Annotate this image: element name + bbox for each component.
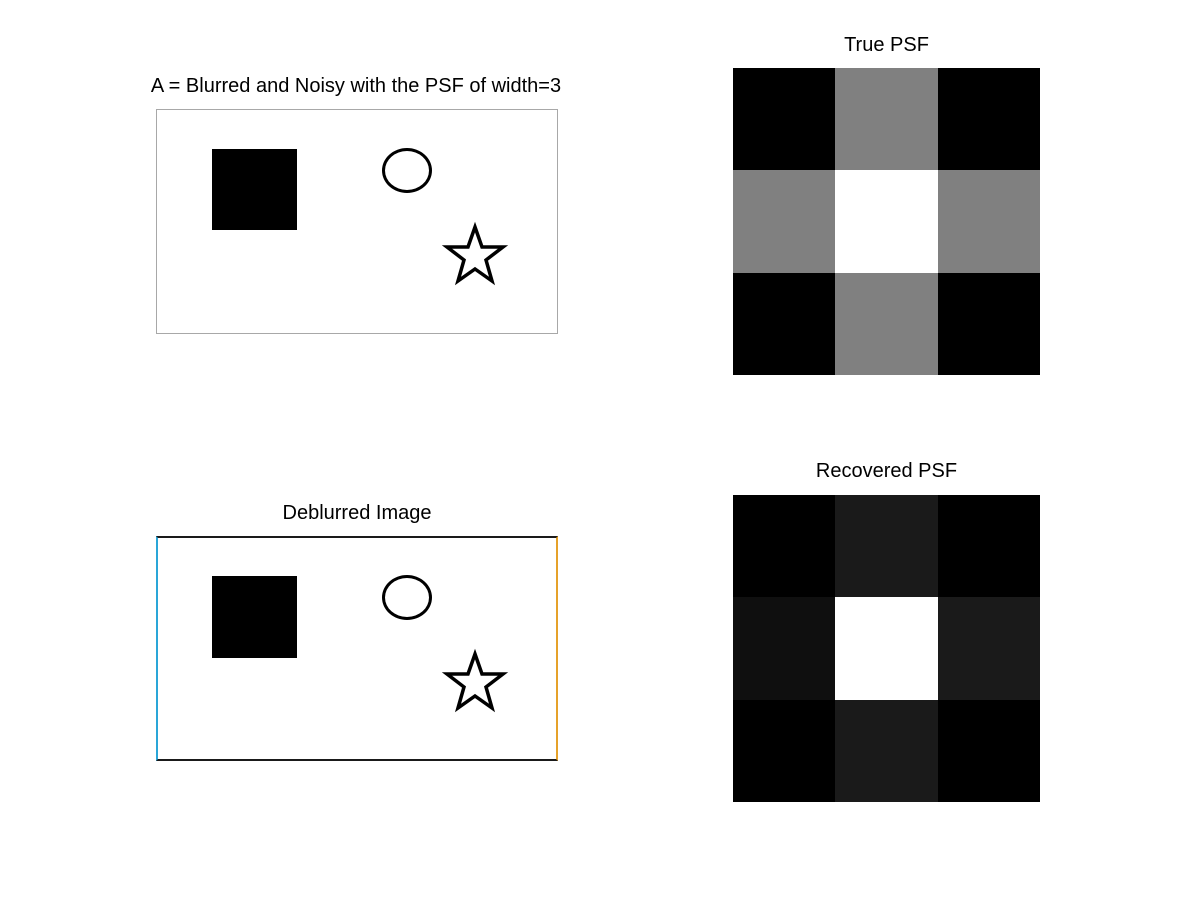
true-psf-title: True PSF xyxy=(844,34,929,56)
circle-shape xyxy=(382,148,432,193)
psf-cell xyxy=(937,597,1040,700)
psf-cell xyxy=(937,68,1040,171)
true-psf-grid xyxy=(733,68,1040,375)
deblurred-image-title: Deblurred Image xyxy=(282,502,432,524)
blurred-image xyxy=(156,109,558,334)
blurred-image-title: A = Blurred and Noisy with the PSF of wi… xyxy=(150,75,562,97)
recovered-psf-title: Recovered PSF xyxy=(815,460,958,482)
psf-cell xyxy=(733,495,836,598)
psf-cell xyxy=(733,170,836,273)
square-shape xyxy=(212,149,297,230)
psf-cell xyxy=(733,597,836,700)
psf-cell xyxy=(733,68,836,171)
psf-cell xyxy=(937,495,1040,598)
psf-cell xyxy=(733,272,836,375)
psf-cell xyxy=(835,699,938,802)
psf-cell xyxy=(835,597,938,700)
star-shape xyxy=(441,221,509,286)
star-shape xyxy=(441,648,509,713)
psf-cell xyxy=(937,170,1040,273)
psf-cell xyxy=(835,272,938,375)
circle-shape xyxy=(382,575,432,620)
psf-cell xyxy=(937,272,1040,375)
deblurred-image xyxy=(156,536,558,761)
square-shape xyxy=(212,576,297,658)
psf-cell xyxy=(835,495,938,598)
psf-cell xyxy=(733,699,836,802)
psf-cell xyxy=(835,170,938,273)
psf-cell xyxy=(937,699,1040,802)
psf-cell xyxy=(835,68,938,171)
recovered-psf-grid xyxy=(733,495,1040,802)
